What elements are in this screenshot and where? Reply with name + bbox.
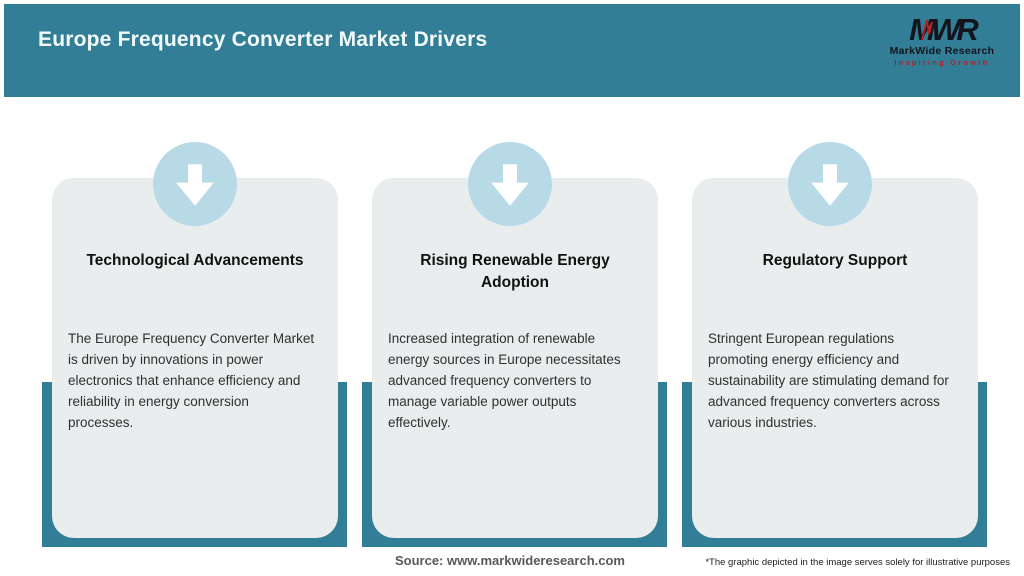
logo-company-name: MarkWide Research	[889, 45, 995, 57]
header-band: Europe Frequency Converter Market Driver…	[4, 4, 1020, 97]
down-arrow-badge	[468, 142, 552, 226]
down-arrow-badge	[153, 142, 237, 226]
illustrative-disclaimer: *The graphic depicted in the image serve…	[705, 557, 1010, 568]
down-arrow-icon	[176, 164, 214, 206]
down-arrow-icon	[491, 164, 529, 206]
logo-red-zigzag-icon	[921, 19, 933, 41]
logo-mwr-monogram: MWR	[909, 12, 979, 47]
logo-mark-wrap: MWR	[882, 13, 1002, 47]
down-arrow-badge	[788, 142, 872, 226]
logo-tagline: Inspiring Growth	[894, 58, 990, 67]
driver-card-regulatory-support: Regulatory Support Stringent European re…	[692, 178, 978, 538]
driver-card-rising-renewable-energy-adoption: Rising Renewable Energy Adoption Increas…	[372, 178, 658, 538]
card-body: The Europe Frequency Converter Market is…	[68, 331, 315, 430]
source-credit: Source: www.markwideresearch.com	[394, 553, 625, 568]
card-body: Stringent European regulations promoting…	[708, 331, 949, 430]
card-title: Regulatory Support	[762, 252, 908, 269]
down-arrow-icon	[811, 164, 849, 206]
card-title: Technological Advancements	[86, 252, 304, 269]
page-title: Europe Frequency Converter Market Driver…	[38, 28, 488, 51]
driver-card-technological-advancements: Technological Advancements The Europe Fr…	[52, 178, 338, 538]
card-body: Increased integration of renewable energ…	[388, 331, 621, 430]
card-title: Rising Renewable Energy Adoption	[420, 252, 610, 292]
markwide-research-logo: MWR MarkWide Research Inspiring Growth	[882, 13, 1002, 68]
